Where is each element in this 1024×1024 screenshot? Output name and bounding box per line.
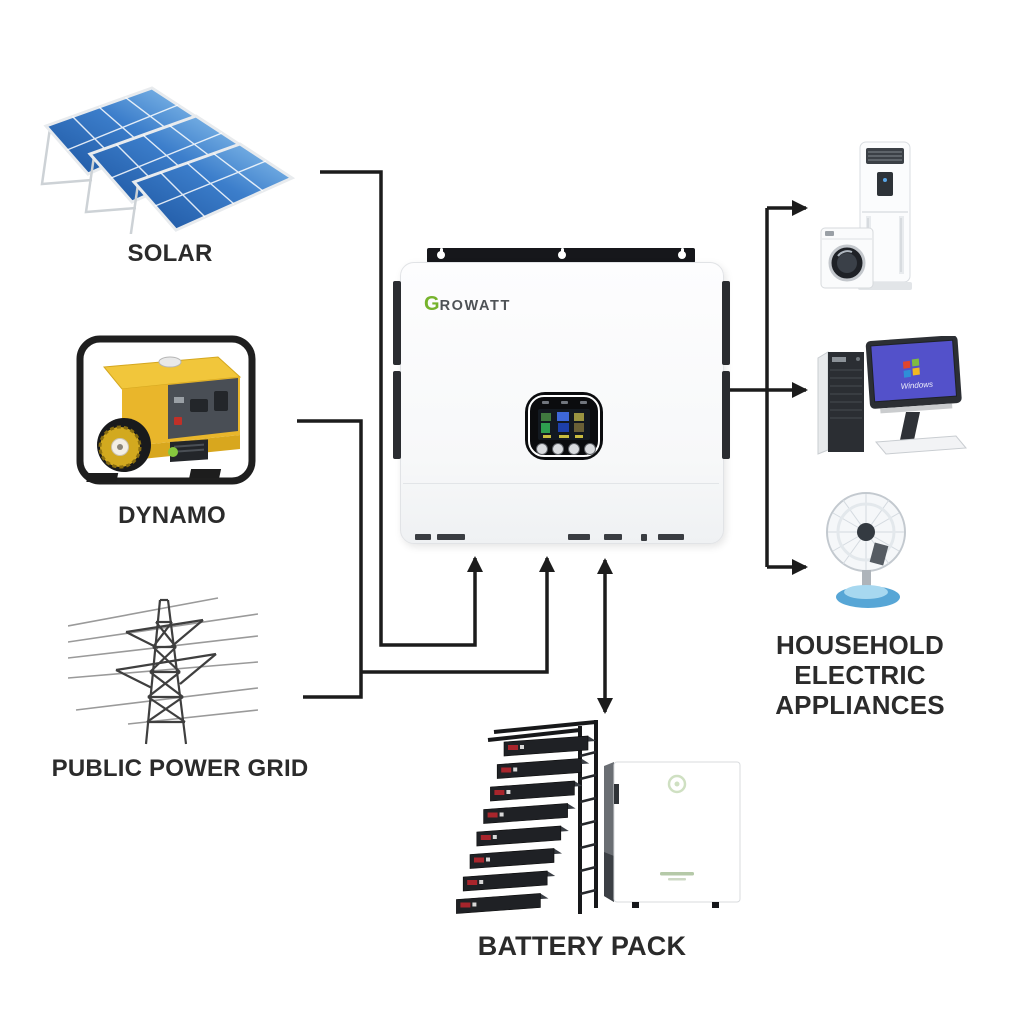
dynamo-label: DYNAMO xyxy=(118,502,226,529)
solar-to-inverter-line xyxy=(320,170,483,647)
wall-battery-illustration xyxy=(602,756,744,908)
solar-label: SOLAR xyxy=(127,240,213,267)
inverter-bottom-connector xyxy=(437,534,465,540)
inverter-mounting-bracket xyxy=(427,248,695,263)
trunk-to-inverter-line xyxy=(361,556,555,674)
household-label-line2: ELECTRIC APPLIANCES xyxy=(775,660,945,720)
inverter-bottom-connector xyxy=(415,534,431,540)
keyhole-icon xyxy=(558,248,566,259)
inverter-heatsink-fin xyxy=(722,281,730,365)
inverter-display xyxy=(525,392,603,460)
windows-screen-text: Windows xyxy=(900,380,933,391)
household-label: HOUSEHOLD ELECTRIC APPLIANCES xyxy=(720,630,1000,720)
computer-illustration: Windows xyxy=(816,335,968,456)
inverter-heatsink-fin xyxy=(393,371,401,459)
lcd-screen xyxy=(538,409,590,440)
inverter-button xyxy=(568,443,580,455)
keyhole-icon xyxy=(437,248,445,259)
inverter-bottom-connector xyxy=(658,534,684,540)
inverter-seam xyxy=(403,483,719,484)
status-led xyxy=(580,401,587,404)
dynamo-grid-trunk-line xyxy=(297,419,363,699)
inverter-bottom-connector xyxy=(641,534,647,541)
inverter-button xyxy=(552,443,564,455)
display-ring xyxy=(528,395,600,457)
battery-label: BATTERY PACK xyxy=(477,931,687,961)
generator-illustration xyxy=(70,333,262,491)
inverter-bottom-connector xyxy=(568,534,590,540)
status-led xyxy=(561,401,568,404)
inverter-heatsink-fin xyxy=(722,371,730,459)
inverter-bottom-connector xyxy=(604,534,622,540)
fan-illustration xyxy=(826,490,906,616)
growatt-logo-g: G xyxy=(424,293,440,315)
keyhole-icon xyxy=(678,248,686,259)
washing-machine-illustration xyxy=(820,226,874,290)
growatt-logo-text: ROWATT xyxy=(439,298,511,314)
inverter-heatsink-fin xyxy=(393,281,401,365)
inverter-button xyxy=(584,443,596,455)
power-tower-illustration xyxy=(67,592,259,750)
household-label-line1: HOUSEHOLD xyxy=(776,630,944,660)
status-led xyxy=(542,401,549,404)
inverter-button xyxy=(536,443,548,455)
solar-panels-illustration xyxy=(40,82,298,242)
battery-rack-illustration xyxy=(448,716,600,924)
grid-label: PUBLIC POWER GRID xyxy=(51,755,309,782)
